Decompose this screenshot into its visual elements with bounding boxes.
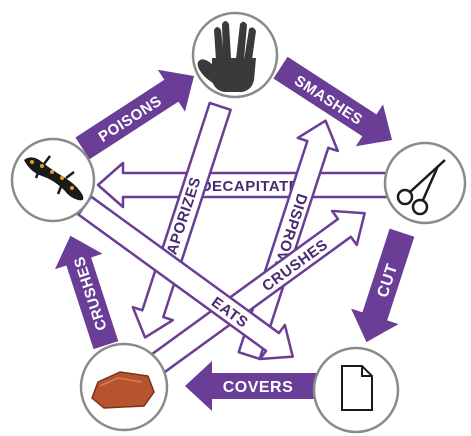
node-spock [191, 11, 279, 99]
spock-hand-icon [197, 21, 256, 92]
scissors-icon [396, 159, 446, 216]
label-decapitate: DECAPITATE [201, 178, 300, 195]
outer-arrow-crushes: CRUSHES [54, 235, 119, 350]
inner-arrow-decapitate: DECAPITATE [96, 161, 392, 209]
node-paper [312, 346, 400, 434]
outer-arrow-poisons: POISONS [75, 69, 195, 160]
label-covers: COVERS [223, 379, 294, 396]
lizard-icon [24, 155, 84, 201]
rock-icon [91, 371, 155, 409]
paper-icon [341, 365, 373, 411]
node-scissors [383, 141, 467, 225]
node-lizard [10, 137, 96, 223]
node-rock [79, 342, 169, 432]
outer-arrow-covers: COVERS [185, 361, 318, 411]
